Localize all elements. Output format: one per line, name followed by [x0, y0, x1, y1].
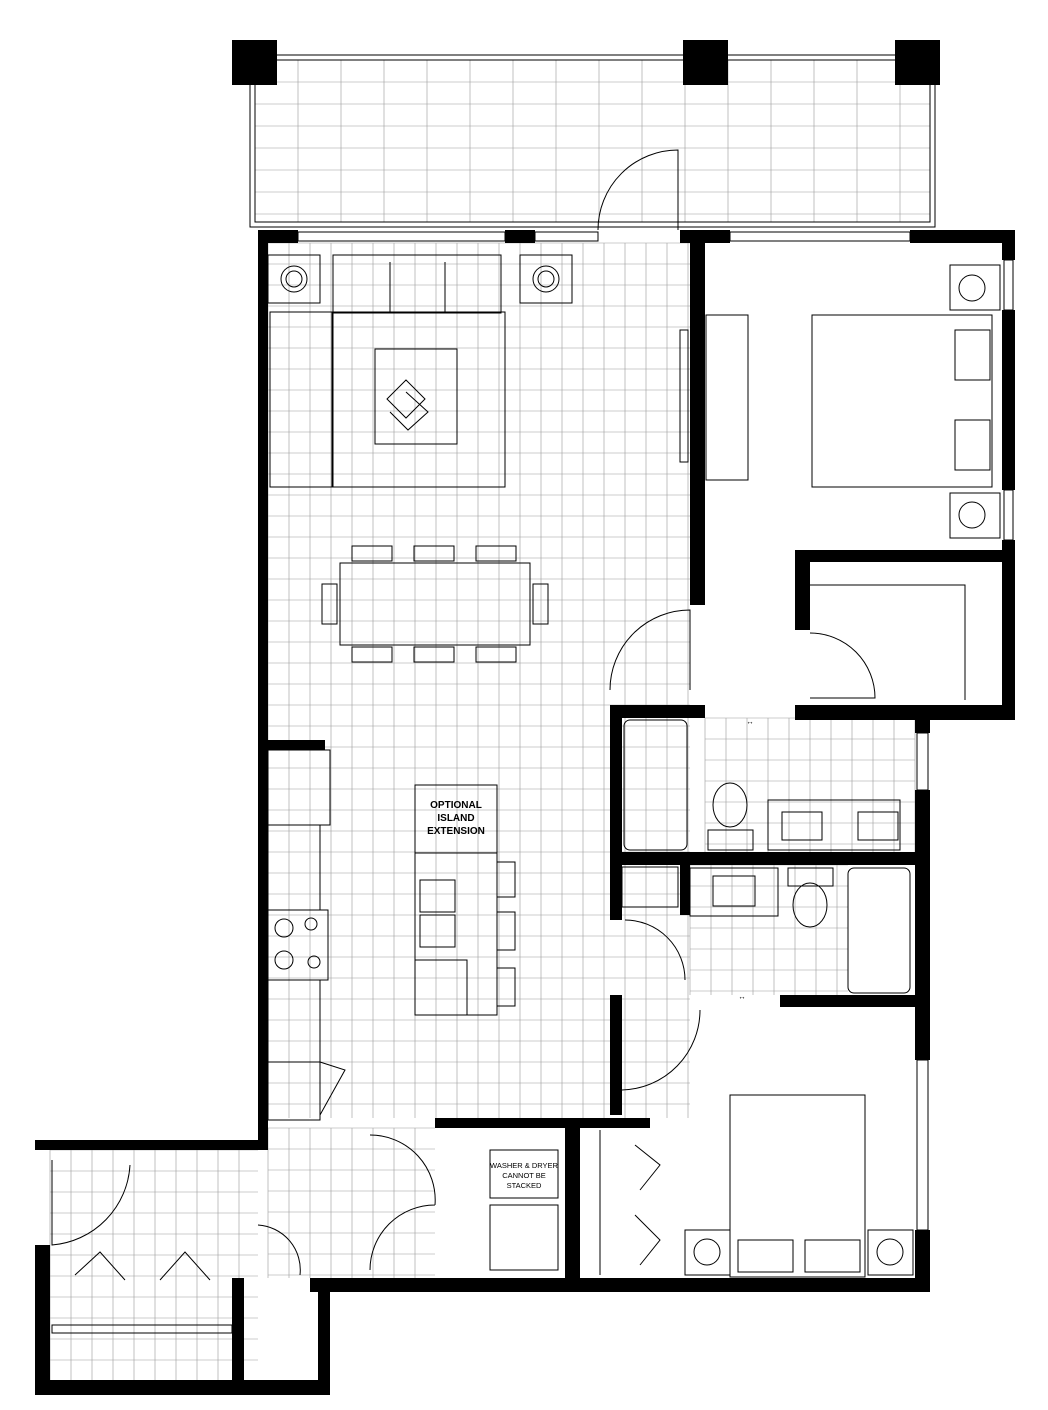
sofa [269, 311, 333, 488]
bathtub [623, 719, 688, 851]
windows [297, 231, 1014, 1231]
rug [332, 311, 506, 488]
laundry-label: WASHER & DRYER [490, 1161, 559, 1170]
laundry-label: CANNOT BE [502, 1171, 546, 1180]
fridge [267, 749, 331, 826]
washer [489, 1149, 559, 1199]
dryer [489, 1204, 559, 1271]
island-label: OPTIONAL [430, 800, 482, 811]
island-label: EXTENSION [427, 826, 485, 837]
second-bedroom [599, 1094, 914, 1278]
bed [729, 1094, 866, 1278]
svg-text:↔: ↔ [746, 717, 754, 726]
kitchen: OPTIONAL ISLAND EXTENSION [267, 749, 516, 1121]
pillar [895, 40, 940, 85]
range [267, 909, 329, 981]
coffee-table [374, 348, 458, 445]
pillar [683, 40, 728, 85]
bathrooms: ↔↔ [621, 717, 911, 1091]
vanity [767, 799, 901, 851]
sofa [332, 254, 502, 314]
living-room-furniture [267, 254, 691, 691]
walls [35, 230, 1015, 1395]
pillar [232, 40, 277, 85]
svg-text:↔: ↔ [738, 992, 746, 1001]
balcony-door-swing [597, 149, 679, 231]
vanity [689, 867, 779, 917]
tv [679, 329, 689, 463]
laundry-and-entry: WASHER & DRYER CANNOT BE STACKED [51, 1134, 559, 1334]
balcony [232, 40, 940, 231]
bathtub [847, 867, 911, 994]
dresser [705, 314, 749, 481]
primary-bedroom [705, 264, 1001, 700]
bed [811, 314, 993, 488]
toilet [792, 882, 828, 928]
toilet [712, 782, 748, 828]
dining-table [339, 562, 531, 646]
island-label: ISLAND [437, 813, 474, 824]
island [414, 852, 498, 1016]
laundry-label: STACKED [507, 1181, 542, 1190]
